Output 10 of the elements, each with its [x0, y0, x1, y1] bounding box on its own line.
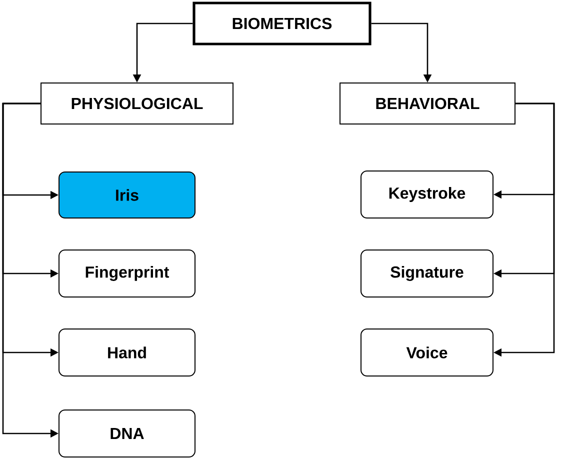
item-box: Voice: [360, 328, 494, 376]
item-box: Fingerprint: [58, 250, 196, 298]
item-box: Hand: [58, 328, 196, 376]
category-box: PHYSIOLOGICAL: [40, 82, 234, 124]
item-box: Signature: [360, 250, 494, 298]
category-box: BEHAVIORAL: [340, 82, 516, 124]
item-box: Iris: [58, 172, 196, 218]
root-box: BIOMETRICS: [192, 2, 372, 46]
item-box: Keystroke: [360, 170, 494, 218]
item-box: DNA: [58, 410, 196, 458]
